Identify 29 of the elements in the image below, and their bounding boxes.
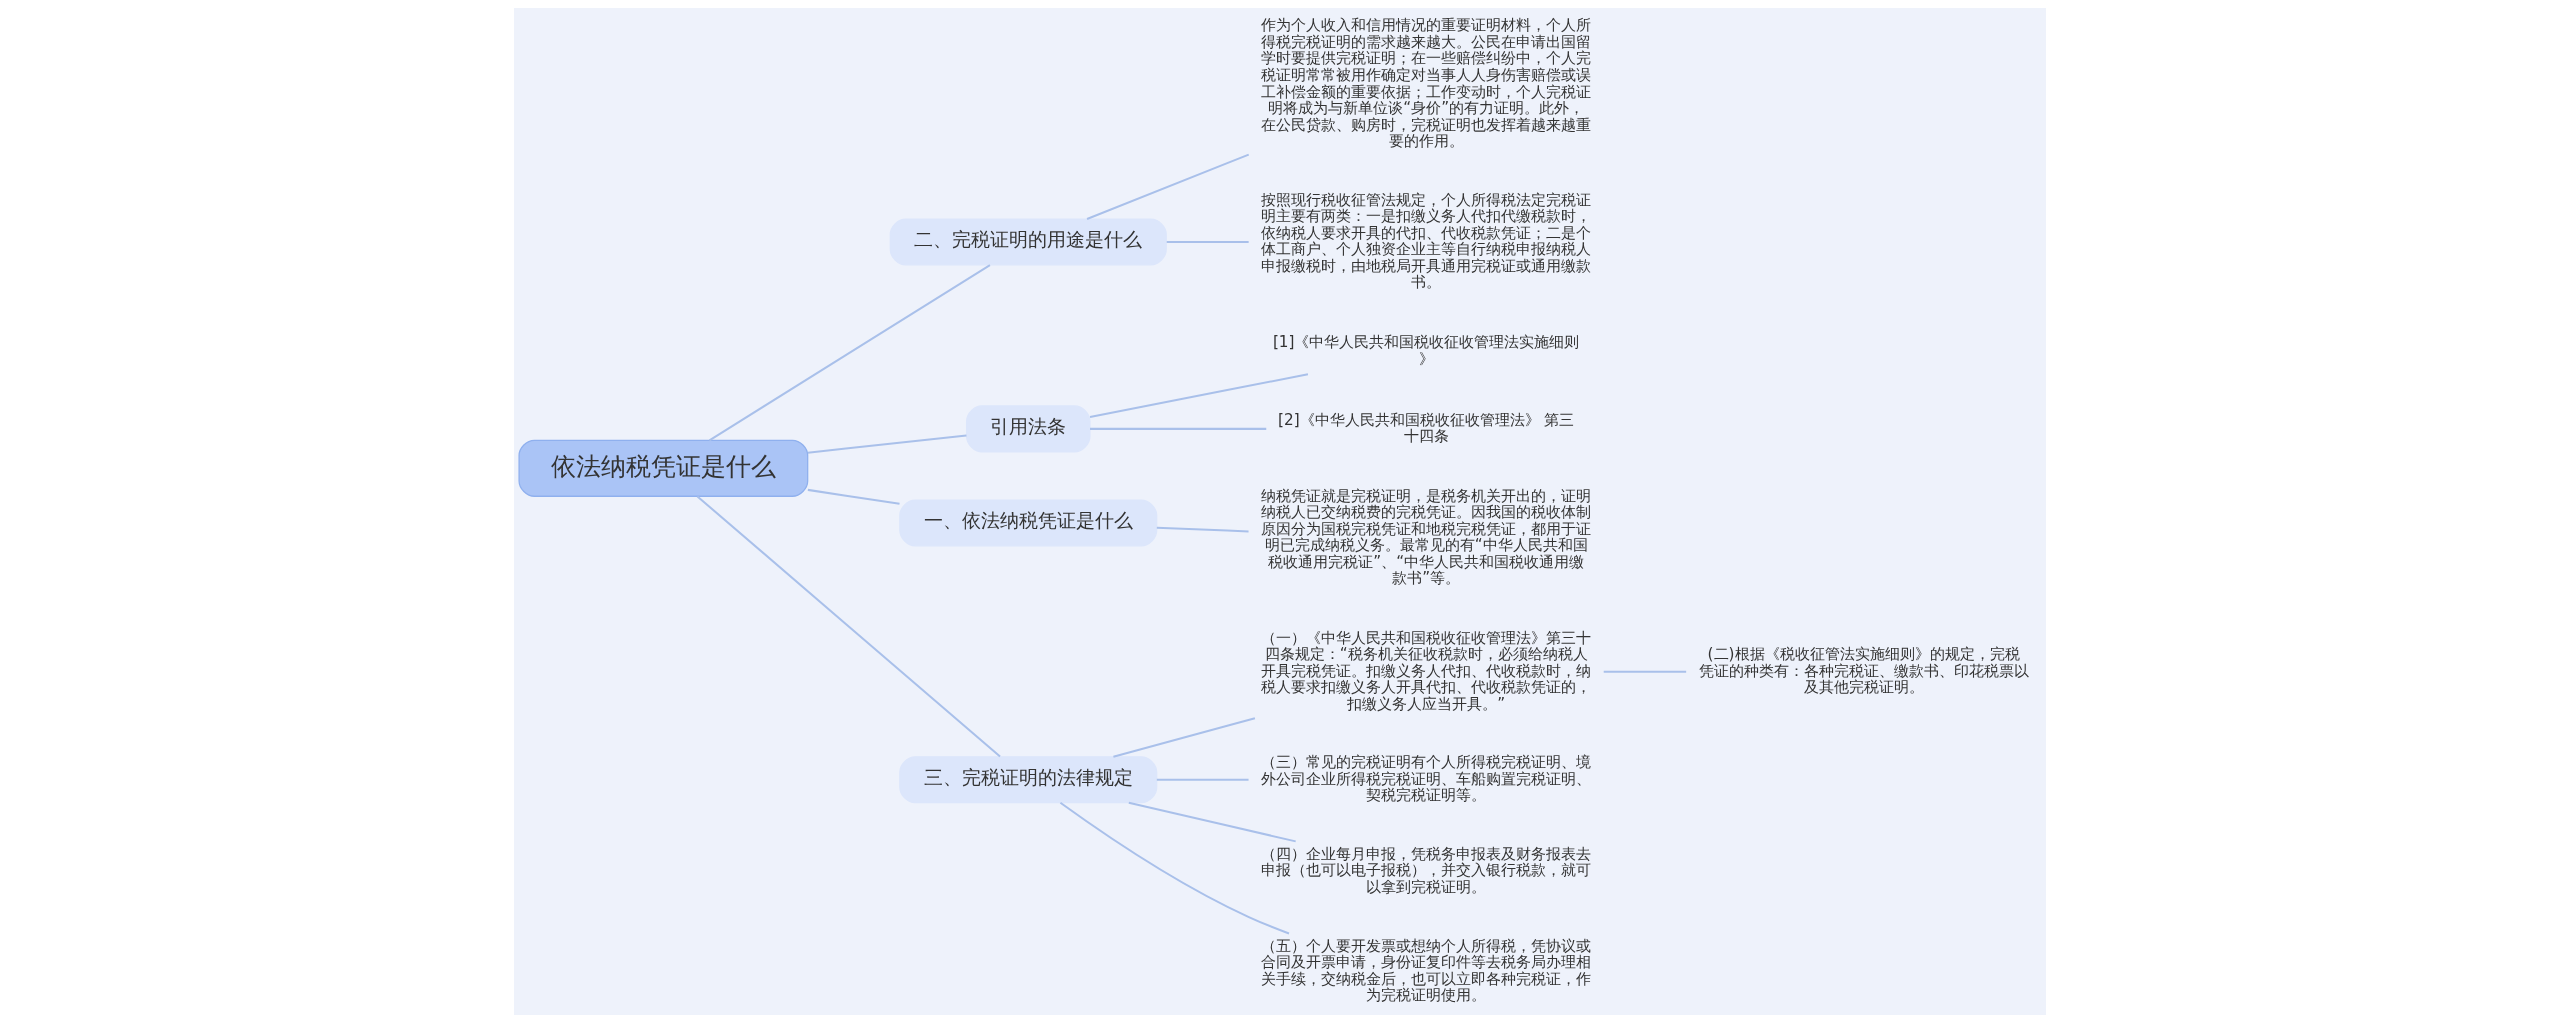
connector (1059, 801, 1290, 935)
node-box: 引用法条 (965, 405, 1091, 453)
connector (1086, 153, 1250, 220)
connector (1156, 526, 1249, 533)
connector (807, 488, 900, 505)
node-box: 二、完税证明的用途是什么 (889, 218, 1167, 266)
node-text: 按照现行税收征管法规定，个人所得税法定完税证明主要有两类：一是扣缴义务人代扣代缴税款时，依纳税人要求开具的代扣、代收税款凭证；二是个体工商户、个人独资企业主等自行纳税申报纳税人申报缴税时，由地税局开具通用完税证或通用缴款书。 (1261, 190, 1592, 292)
connector (1089, 373, 1309, 418)
node-text: （五）个人要开发票或想纳个人所得税，凭协议或合同及开票申请，身份证复印件等去税务局办理相关手续，交纳税金后，也可以立即各种完税证，作为完税证明使用。 (1261, 936, 1592, 1005)
node-text: [1]《中华人民共和国税收征收管理法实施细则》 (1272, 332, 1580, 368)
node-text: 纳税凭证就是完税证明，是税务机关开出的，证明纳税人已交纳税费的完税凭证。因我国的税收体制原因分为国税完税凭证和地税完税凭证，都用于证明已完成纳税义务。最常见的有“中华人民共和国税收通用完税证”、“中华人民共和国税收通用缴款书”等。 (1261, 486, 1592, 588)
node-text: （一）《中华人民共和国税收征收管理法》第三十四条规定：“税务机关征收税款时，必须给纳税人开具完税凭证。扣缴义务人代扣、代收税款时，纳税人要求扣缴义务人开具代扣、代收税款凭证的，扣缴义务人应当开具。” (1261, 628, 1592, 713)
node-box: 三、完税证明的法律规定 (899, 756, 1158, 804)
connector (1128, 801, 1296, 843)
node-text: (二)根据《税收征管法实施细则》的规定，完税凭证的种类有：各种完税证、缴款书、印花税票以及其他完税证明。 (1698, 645, 2029, 697)
connector (708, 264, 991, 442)
node-text: 作为个人收入和信用情况的重要证明材料，个人所得税完税证明的需求越来越大。公民在申请出国留学时要提供完税证明；在一些赔偿纠纷中，个人完税证明常常被用作确定对当事人人身伤害赔偿或误工补偿金额的重要依据；工作变动时，个人完税证明将成为与新单位谈“身价”的有力证明。此外，在公民贷款、购房时，完税证明也发挥着越来越重要的作用。 (1261, 16, 1592, 151)
connector (1113, 717, 1256, 758)
connector (1090, 427, 1267, 430)
connector (696, 495, 1001, 758)
connector (807, 434, 967, 454)
node-text: （三）常见的完税证明有个人所得税完税证明、境外公司企业所得税完税证明、车船购置完税证明、契税完税证明等。 (1261, 753, 1592, 805)
connector (1156, 778, 1249, 781)
node-box: 一、依法纳税凭证是什么 (899, 499, 1158, 547)
connector (1603, 670, 1687, 673)
connector (1166, 240, 1249, 243)
node-box: 依法纳税凭证是什么 (518, 439, 809, 497)
node-text: （四）企业每月申报，凭税务申报表及财务报表去申报（也可以电子报税），并交入银行税款，就可以拿到完税证明。 (1261, 844, 1592, 896)
node-text: [2]《中华人民共和国税收征收管理法》 第三十四条 (1277, 410, 1575, 446)
